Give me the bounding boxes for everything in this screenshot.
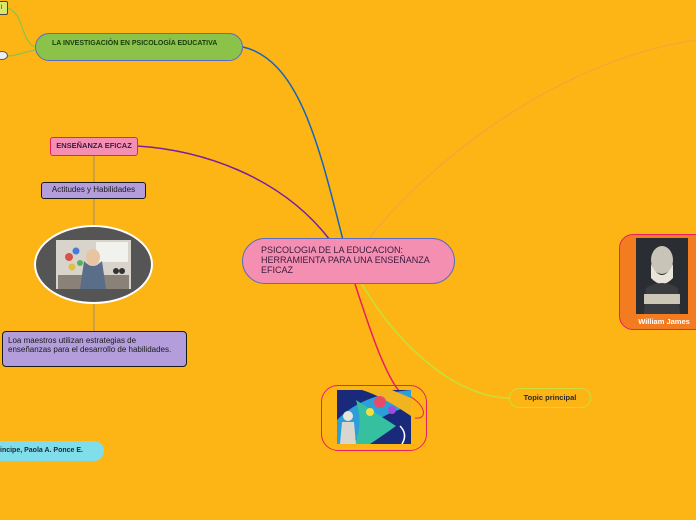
teacher-photo-image: [56, 240, 131, 289]
link-left-arrow: [7, 49, 36, 57]
william-james-book-cover: [636, 238, 688, 314]
topic-principal-node[interactable]: Topic principal: [509, 388, 591, 408]
topic-investigacion-label: LA INVESTIGACIÓN EN PSICOLOGÍA EDUCATIVA: [52, 40, 218, 47]
topic-ensenanza-eficaz[interactable]: ENSEÑANZA EFICAZ: [50, 137, 138, 156]
collapsed-branch-node[interactable]: [0, 51, 8, 60]
partial-label-text: l: [0, 5, 3, 11]
subtopic-actitudes-label: Actitudes y Habilidades: [51, 185, 136, 194]
link-topic-principal: [361, 283, 510, 399]
colorful-art-image: [337, 390, 411, 445]
topic-principal-label: Topic principal: [523, 393, 577, 402]
william-james-node[interactable]: William James: [619, 234, 696, 330]
topic-ensenanza-label: ENSEÑANZA EFICAZ: [56, 141, 132, 150]
subtopic-actitudes[interactable]: Actitudes y Habilidades: [41, 182, 146, 199]
link-offscreen-orange: [367, 39, 696, 241]
central-topic-label: PSICOLOGIA DE LA EDUCACION: HERRAMIENTA …: [261, 245, 430, 275]
central-topic[interactable]: PSICOLOGIA DE LA EDUCACION: HERRAMIENTA …: [242, 238, 455, 284]
william-james-label: William James: [638, 317, 690, 326]
topic-investigacion[interactable]: LA INVESTIGACIÓN EN PSICOLOGÍA EDUCATIVA: [35, 33, 243, 61]
link-left-top: [7, 7, 36, 48]
link-investigacion: [242, 46, 344, 241]
partial-label-node[interactable]: l: [0, 1, 8, 15]
teacher-photo-node[interactable]: [34, 225, 153, 304]
authors-node[interactable]: incipe, Paola A. Ponce E.: [0, 441, 104, 461]
art-image-node[interactable]: [321, 385, 427, 451]
authors-text: incipe, Paola A. Ponce E.: [0, 447, 83, 454]
maestros-description-node[interactable]: Loa maestros utilizan estrategias de ens…: [2, 331, 187, 367]
link-art-node: [354, 283, 401, 393]
link-ensenanza: [136, 145, 331, 241]
maestros-description-text: Loa maestros utilizan estrategias de ens…: [8, 336, 172, 354]
